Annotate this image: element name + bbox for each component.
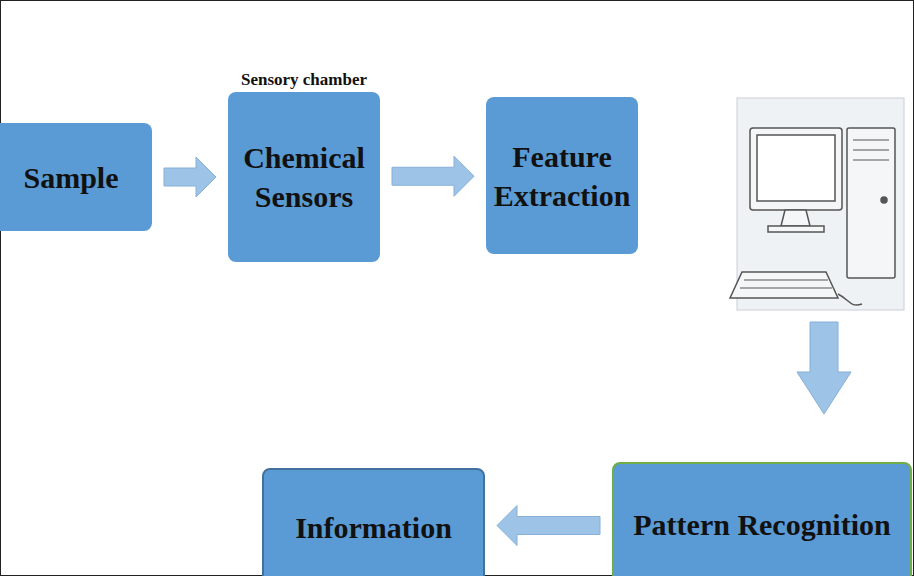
box-label: Feature Extraction	[486, 137, 639, 215]
process-box: Pattern Recognition	[612, 462, 912, 576]
flow-arrow	[164, 157, 216, 197]
process-box: Feature Extraction	[486, 97, 638, 254]
sensor-box: Sensory chamberChemical Sensors	[228, 92, 380, 262]
down-arrow	[797, 322, 851, 414]
flow-arrow	[392, 156, 474, 196]
computer-illustration	[730, 98, 904, 310]
box-label: Information	[287, 508, 460, 547]
box-label: Pattern Recognition	[625, 505, 898, 544]
output-box: Information	[262, 468, 485, 576]
box-label: Chemical Sensors	[228, 138, 380, 216]
chamber-heading: Sensory chamber	[228, 71, 380, 90]
input-box: Sample	[0, 123, 152, 231]
box-label: Sample	[15, 158, 126, 197]
flow-arrow	[497, 506, 600, 546]
